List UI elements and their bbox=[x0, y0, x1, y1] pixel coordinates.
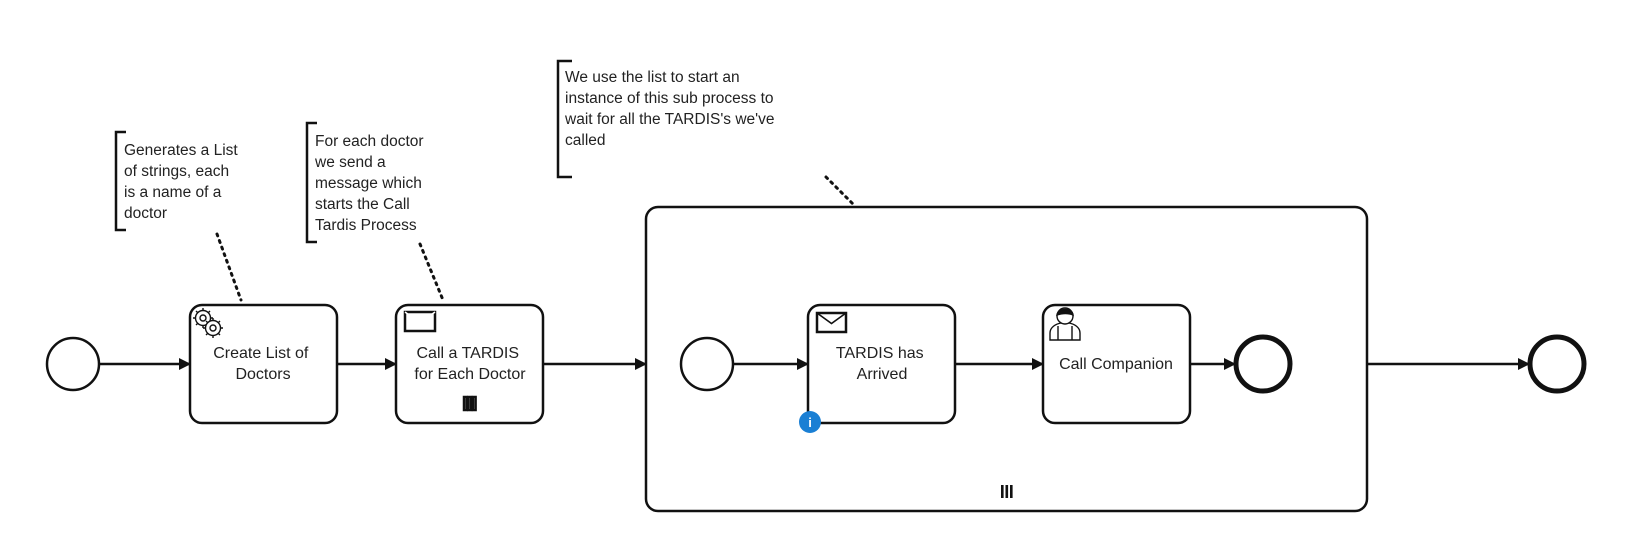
svg-text:We use the list to start an: We use the list to start an instance of … bbox=[564, 69, 779, 149]
svg-text:Call Companion: Call Companion bbox=[1059, 356, 1173, 373]
user-icon bbox=[1049, 307, 1081, 341]
task-call-companion[interactable]: Call Companion bbox=[1041, 303, 1192, 425]
annotation-send-message[interactable]: For each doctor we send a message which … bbox=[305, 121, 428, 244]
sub-process[interactable] bbox=[644, 205, 1369, 513]
sub-end-event[interactable] bbox=[1233, 334, 1293, 394]
svg-text:Call a TARDIS for Each D: Call a TARDIS for Each Doctor bbox=[414, 345, 526, 383]
svg-text:TARDIS has Arrived: TARDIS has Arrived bbox=[836, 345, 928, 383]
parallel-multi-instance-icon bbox=[462, 395, 477, 412]
svg-text:i: i bbox=[808, 415, 812, 430]
svg-text:Create List of Doctors: Create List of Doctors bbox=[213, 345, 313, 383]
annotation-sub-process[interactable]: We use the list to start an instance of … bbox=[556, 59, 779, 179]
task-call-tardis[interactable]: Call a TARDIS for Each Doctor bbox=[394, 303, 545, 425]
receive-message-icon bbox=[815, 311, 848, 334]
start-event[interactable] bbox=[45, 336, 101, 392]
svg-text:For each doctor we send: For each doctor we send a message which … bbox=[314, 133, 428, 234]
svg-text:Generates a List of stri: Generates a List of strings, each is a n… bbox=[124, 142, 242, 222]
association-send-message bbox=[418, 242, 445, 302]
task-create-list-of-doctors[interactable]: Create List of Doctors bbox=[188, 303, 339, 425]
info-icon[interactable]: i bbox=[799, 411, 821, 433]
gear-icon bbox=[193, 308, 223, 338]
task-tardis-has-arrived[interactable]: TARDIS has Arrived bbox=[806, 303, 957, 425]
association-sub-process bbox=[824, 175, 856, 207]
send-message-icon bbox=[403, 310, 437, 333]
sub-start-event[interactable] bbox=[679, 336, 735, 392]
parallel-multi-instance-icon bbox=[1001, 485, 1013, 498]
annotation-generate-list[interactable]: Generates a List of strings, each is a n… bbox=[114, 130, 242, 232]
end-event[interactable] bbox=[1527, 334, 1587, 394]
association-generate-list bbox=[215, 232, 243, 302]
